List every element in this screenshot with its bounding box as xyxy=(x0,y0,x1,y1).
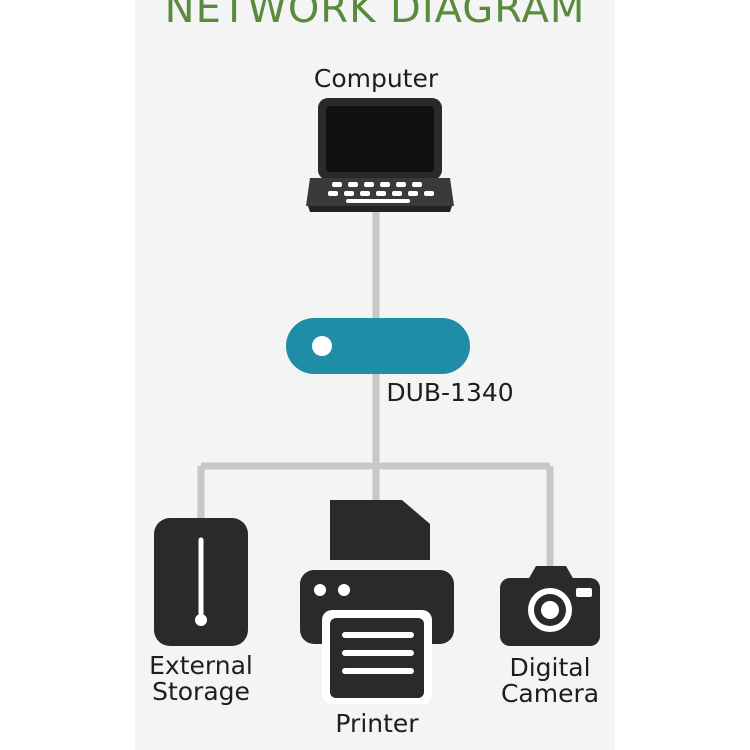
storage-label: External Storage xyxy=(136,653,266,705)
diagram-title: NETWORK DIAGRAM xyxy=(164,0,586,32)
printer-icon xyxy=(300,500,454,704)
computer-label: Computer xyxy=(313,64,439,93)
storage-label-line2: Storage xyxy=(152,677,250,706)
storage-label-line1: External xyxy=(149,651,253,680)
camera-label: Digital Camera xyxy=(488,655,612,707)
laptop-icon xyxy=(306,98,454,212)
camera-icon xyxy=(500,566,600,646)
external-storage-icon xyxy=(154,518,248,646)
connector-lines xyxy=(197,212,554,572)
hub-label: DUB-1340 xyxy=(386,378,514,407)
printer-label: Printer xyxy=(335,709,419,738)
usb-hub-icon xyxy=(286,318,470,374)
camera-label-line1: Digital xyxy=(509,653,591,682)
camera-label-line2: Camera xyxy=(500,679,600,708)
